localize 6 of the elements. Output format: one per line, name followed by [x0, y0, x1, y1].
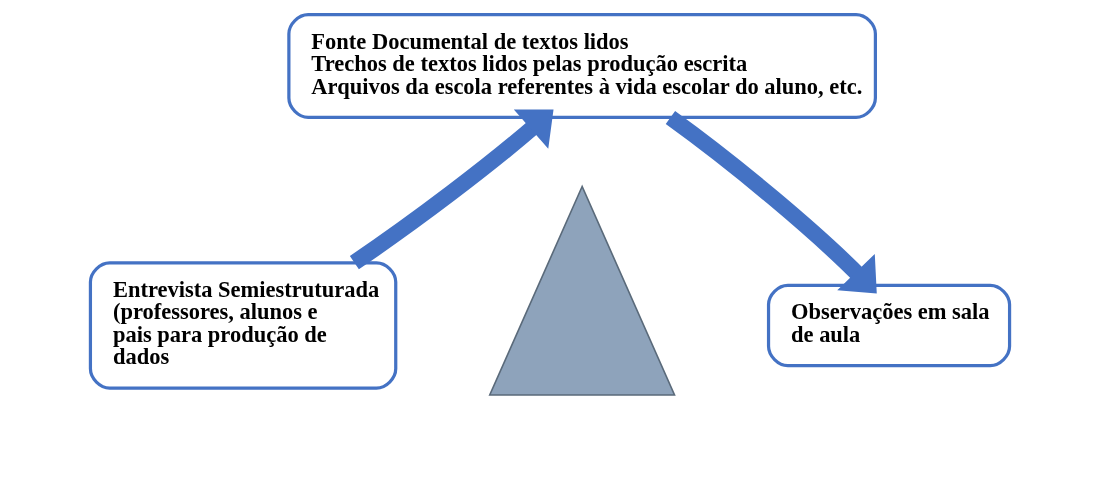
arrow	[665, 111, 877, 294]
node-box: Fonte Documental de textos lidos Trechos de textos lidos pelas produção escrita Arquivos da escola referentes à vida escolar do aluno, etc.	[286, 12, 877, 119]
node-triangle	[488, 184, 676, 396]
node-box: Entrevista Semiestruturada (professores, alunos e pais para produção de dados	[88, 261, 397, 390]
arrow	[349, 109, 554, 270]
node-box: Observações em sala de aula	[766, 283, 1011, 368]
